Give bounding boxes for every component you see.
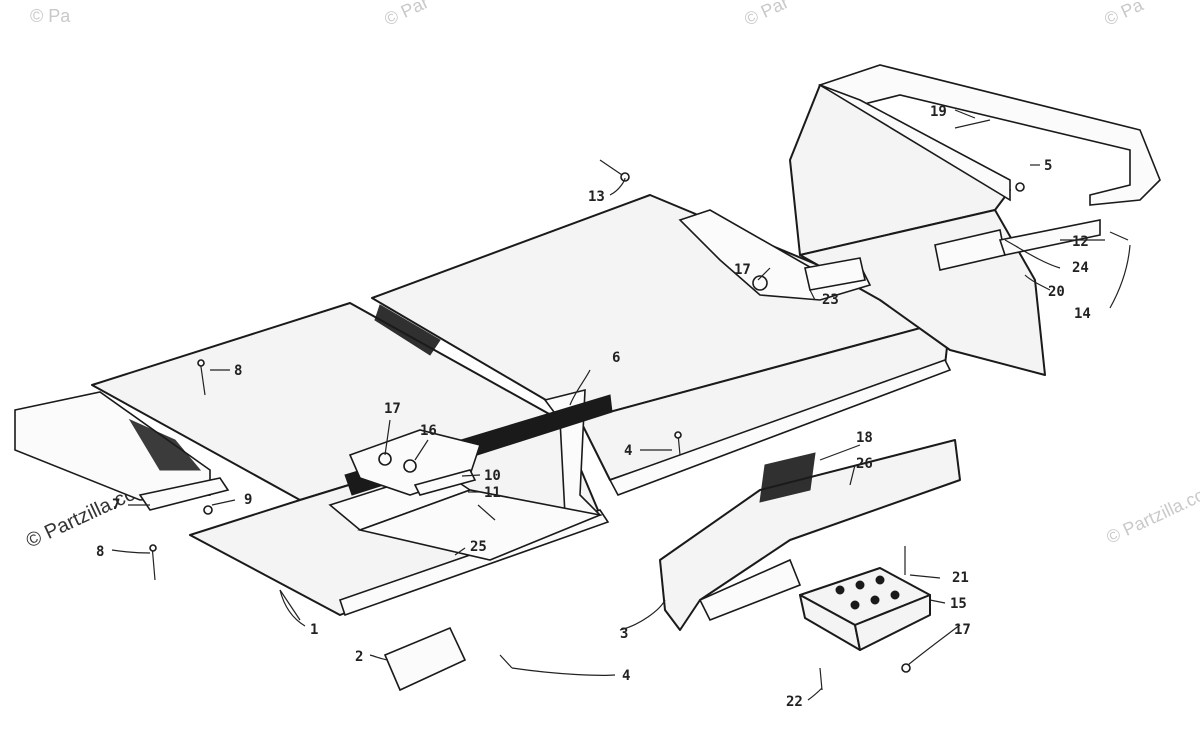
callout-13: 13	[588, 189, 605, 205]
callout-5: 5	[1044, 158, 1052, 174]
callout-3: 3	[620, 626, 628, 642]
callout-8b: 8	[96, 544, 104, 560]
callout-1: 1	[310, 622, 318, 638]
fasteners	[149, 119, 1129, 691]
rear-bumper-frame	[789, 64, 1161, 376]
callout-24: 24	[1072, 260, 1089, 276]
watermark-right: © Partzilla.com	[1103, 478, 1200, 547]
callout-9: 9	[244, 492, 252, 508]
callout-18: 18	[856, 430, 873, 446]
step-block	[799, 567, 931, 651]
callout-17a: 17	[384, 401, 401, 417]
callout-4b: 4	[622, 668, 630, 684]
reflector-plate	[383, 626, 467, 692]
watermark-fragment: © Pa	[30, 6, 71, 26]
callout-17c: 17	[954, 622, 971, 638]
callout-21: 21	[952, 570, 969, 586]
callout-20: 20	[1048, 284, 1065, 300]
callout-6: 6	[612, 350, 620, 366]
callout-22: 22	[786, 694, 803, 710]
watermark-fragment: © Pa	[1101, 0, 1147, 30]
rear-deck	[371, 194, 952, 496]
callout-15: 15	[950, 596, 967, 612]
callout-8a: 8	[234, 363, 242, 379]
watermark-fragment: © Par	[381, 0, 431, 30]
callout-14: 14	[1074, 306, 1091, 322]
callout-7: 7	[112, 497, 120, 513]
mount-plate	[659, 439, 961, 631]
callout-2: 2	[355, 649, 363, 665]
hitch-bracket	[678, 209, 872, 301]
callout-10: 10	[484, 468, 501, 484]
callout-25: 25	[470, 539, 487, 555]
watermark-fragment: © Par	[741, 0, 791, 30]
callout-26: 26	[856, 456, 873, 472]
reflector	[759, 452, 816, 503]
callouts: 1 2 3 4 4 5 6 7 8 8 9 10 11 12 13 14 15 …	[96, 104, 1091, 710]
callout-19: 19	[930, 104, 947, 120]
leader-lines	[111, 109, 1131, 701]
callout-23: 23	[822, 292, 839, 308]
callout-4a: 4	[624, 443, 632, 459]
callout-16: 16	[420, 423, 437, 439]
callout-17b: 17	[734, 262, 751, 278]
callout-11: 11	[484, 485, 501, 501]
mounting-bracket-center	[348, 429, 482, 496]
callout-12: 12	[1072, 234, 1089, 250]
